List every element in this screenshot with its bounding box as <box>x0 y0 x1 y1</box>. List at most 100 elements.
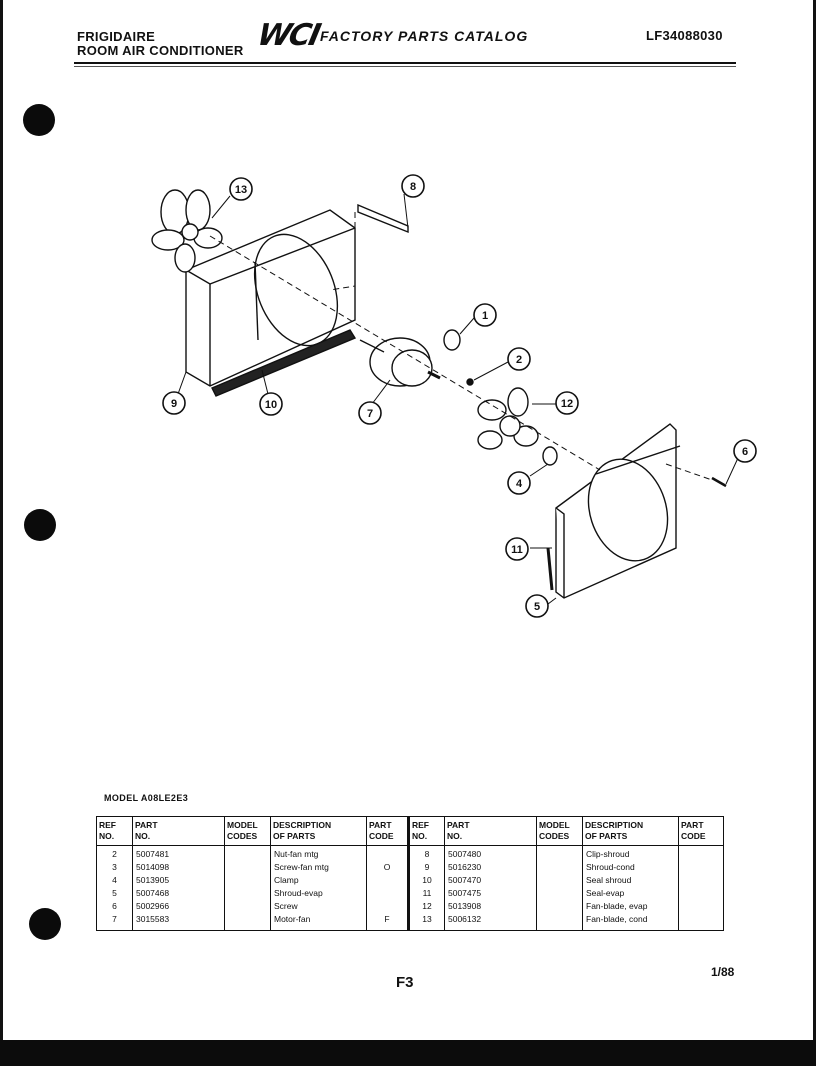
description: Screw <box>270 900 367 913</box>
ref-no: 2 <box>96 845 133 861</box>
callout-8-label: 8 <box>410 181 416 193</box>
clamp-part-drawing <box>542 446 558 466</box>
callout-12-label: 12 <box>561 398 573 410</box>
part-code <box>366 900 410 913</box>
ref-no: 4 <box>96 874 133 887</box>
description: Nut-fan mtg <box>270 845 367 861</box>
description: Clip-shroud <box>582 845 679 861</box>
binder-hole-icon <box>23 104 55 136</box>
part-code <box>678 913 724 931</box>
model-label: MODEL A08LE2E3 <box>104 793 189 803</box>
model-codes <box>224 845 271 861</box>
table-row: 3 5014098 Screw-fan mtg O 9 5016230 Shro… <box>96 861 724 874</box>
model-codes <box>224 887 271 900</box>
callout-2-label: 2 <box>516 354 522 366</box>
part-code: O <box>366 861 410 874</box>
header-part-code-right: PART CODE <box>678 816 724 846</box>
model-codes <box>536 845 583 861</box>
catalog-title: FACTORY PARTS CATALOG <box>320 28 529 44</box>
callout-10-label: 10 <box>265 399 277 411</box>
parts-table: REF NO. PART NO. MODEL CODES DESCRIPTION… <box>96 816 724 931</box>
brand-line-1: FRIGIDAIRE <box>77 29 156 44</box>
callout-4 <box>507 471 531 495</box>
binder-hole-icon <box>29 908 61 940</box>
part-no: 3015583 <box>132 913 225 931</box>
model-codes <box>536 900 583 913</box>
part-no: 5014098 <box>132 861 225 874</box>
ref-no: 13 <box>408 913 445 931</box>
table-row: 7 3015583 Motor-fan F 13 5006132 Fan-bla… <box>96 913 724 931</box>
part-no: 5007475 <box>444 887 537 900</box>
revision-date: 1/88 <box>711 965 735 979</box>
callout-4-label: 4 <box>516 478 523 490</box>
part-no: 5007480 <box>444 845 537 861</box>
binder-hole-icon <box>24 509 56 541</box>
description: Shroud-cond <box>582 861 679 874</box>
ref-no: 6 <box>96 900 133 913</box>
description: Screw-fan mtg <box>270 861 367 874</box>
model-codes <box>224 913 271 931</box>
part-no: 5007468 <box>132 887 225 900</box>
ref-no: 3 <box>96 861 133 874</box>
part-no: 5006132 <box>444 913 537 931</box>
callout-7 <box>358 401 382 425</box>
table-row: 4 5013905 Clamp 10 5007470 Seal shroud <box>96 874 724 887</box>
description: Clamp <box>270 874 367 887</box>
header-rule-thin <box>74 66 736 67</box>
model-codes <box>536 874 583 887</box>
evaporator-fan-blade-drawing <box>477 387 539 450</box>
callout-7-label: 7 <box>367 408 373 420</box>
part-code <box>366 874 410 887</box>
document-number: LF34088030 <box>646 28 723 43</box>
screw-drawing <box>711 476 727 488</box>
model-codes <box>536 861 583 874</box>
header-part-code: PART CODE <box>366 816 410 846</box>
page-number: F3 <box>396 974 414 991</box>
part-no: 5007481 <box>132 845 225 861</box>
part-no: 5016230 <box>444 861 537 874</box>
callout-6-label: 6 <box>742 446 748 458</box>
part-code <box>678 845 724 861</box>
model-codes <box>536 887 583 900</box>
header-ref-no-right: REF NO. <box>408 816 445 846</box>
callout-11-label: 11 <box>511 544 523 556</box>
table-row: 6 5002966 Screw 12 5013908 Fan-blade, ev… <box>96 900 724 913</box>
callout-9 <box>162 391 186 415</box>
evaporator-shroud-drawing <box>546 423 681 599</box>
ref-no: 12 <box>408 900 445 913</box>
shroud-clip-drawing <box>357 203 409 234</box>
part-no: 5007470 <box>444 874 537 887</box>
table-row: 2 5007481 Nut-fan mtg 8 5007480 Clip-shr… <box>96 845 724 861</box>
callout-13-label: 13 <box>235 184 247 196</box>
part-code <box>366 887 410 900</box>
callout-13 <box>229 177 253 201</box>
header-description: DESCRIPTION OF PARTS <box>270 816 367 846</box>
page-border-left <box>0 0 3 1040</box>
part-code <box>678 861 724 874</box>
callout-5-label: 5 <box>534 601 540 613</box>
ref-no: 11 <box>408 887 445 900</box>
ref-no: 5 <box>96 887 133 900</box>
parts-table-header: REF NO. PART NO. MODEL CODES DESCRIPTION… <box>96 816 724 846</box>
part-code <box>678 900 724 913</box>
header-part-no-right: PART NO. <box>444 816 537 846</box>
page-border-right <box>813 0 816 1040</box>
description: Fan-blade, cond <box>582 913 679 931</box>
model-codes <box>224 900 271 913</box>
ref-no: 7 <box>96 913 133 931</box>
callout-11 <box>505 537 529 561</box>
part-code: F <box>366 913 410 931</box>
callout-8 <box>401 174 425 198</box>
clamp-drawing <box>443 329 461 351</box>
callout-6 <box>733 439 757 463</box>
callout-12 <box>555 391 579 415</box>
header-part-no: PART NO. <box>132 816 225 846</box>
brand-line-2: ROOM AIR CONDITIONER <box>77 43 244 58</box>
description: Fan-blade, evap <box>582 900 679 913</box>
ref-no: 9 <box>408 861 445 874</box>
model-codes <box>224 861 271 874</box>
header-rule <box>74 62 736 64</box>
ref-no: 8 <box>408 845 445 861</box>
header-ref-no: REF NO. <box>96 816 133 846</box>
callout-2 <box>507 347 531 371</box>
